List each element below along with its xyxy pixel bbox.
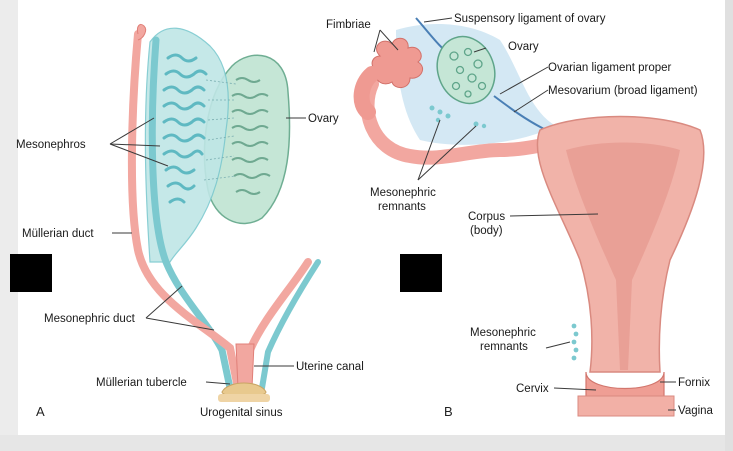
label-ovary-b: Ovary — [508, 41, 539, 53]
label-fimbriae: Fimbriae — [326, 19, 371, 31]
label-corpus: Corpus — [468, 211, 505, 223]
vagina-shape — [578, 396, 674, 416]
label-vagina: Vagina — [678, 405, 714, 417]
label-mesonephros: Mesonephros — [16, 139, 86, 151]
label-remnants-top-1: Mesonephric — [370, 187, 436, 199]
panel-b-illustration — [362, 18, 704, 416]
uterine-canal-fused — [236, 344, 254, 388]
redaction-box-a — [10, 254, 52, 292]
label-mullerian-tubercle: Müllerian tubercle — [96, 377, 187, 389]
panel-letter-a: A — [36, 404, 45, 419]
label-cervix: Cervix — [516, 383, 549, 395]
label-urogenital-sinus: Urogenital sinus — [200, 407, 283, 419]
label-remnants-mid-1: Mesonephric — [470, 327, 536, 339]
remnant-dots-side — [572, 324, 579, 361]
label-mesonephric-duct: Mesonephric duct — [44, 313, 136, 325]
label-suspensory-ligament: Suspensory ligament of ovary — [454, 13, 606, 25]
label-uterine-canal: Uterine canal — [296, 361, 364, 373]
label-fornix: Fornix — [678, 377, 710, 389]
redaction-box-b — [400, 254, 442, 292]
panel-letter-b: B — [444, 404, 453, 419]
label-ovarian-ligament: Ovarian ligament proper — [548, 62, 672, 74]
label-mullerian-duct: Müllerian duct — [22, 228, 94, 240]
label-mesovarium: Mesovarium (broad ligament) — [548, 85, 698, 97]
label-remnants-mid-2: remnants — [480, 341, 528, 353]
label-remnants-top-2: remnants — [378, 201, 426, 213]
label-corpus-body: (body) — [470, 225, 503, 237]
urogenital-sinus-shape — [218, 394, 270, 402]
label-ovary-a: Ovary — [308, 113, 339, 125]
panel-a-illustration — [132, 24, 318, 402]
mullerian-duct-ostium — [137, 24, 145, 40]
